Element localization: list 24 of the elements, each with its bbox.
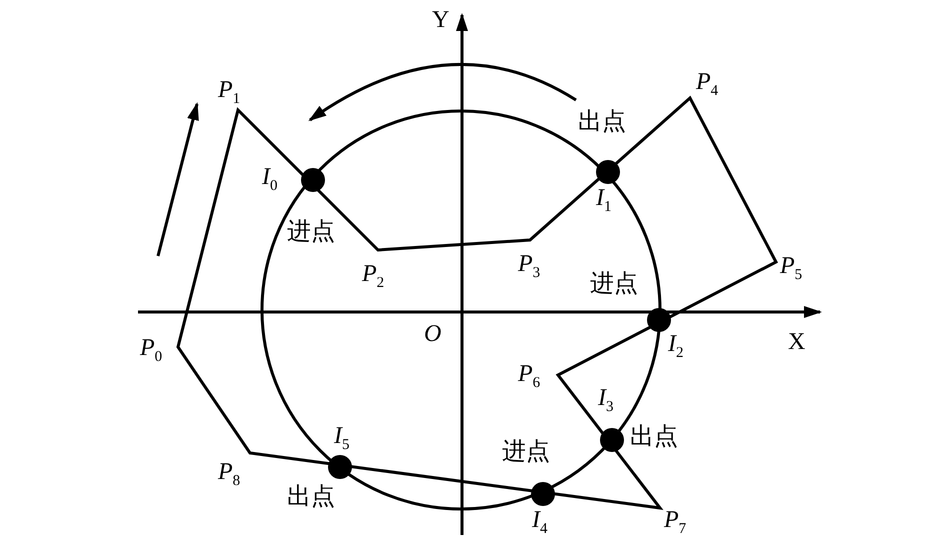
point-label: I$_{4}$ — [532, 508, 548, 537]
point-label: 进点 — [287, 220, 335, 244]
point-label: 出点 — [630, 425, 678, 449]
point-label: P$_{4}$ — [696, 70, 718, 99]
point-label: P$_{2}$ — [362, 262, 384, 291]
point-label: I$_{2}$ — [668, 332, 684, 361]
point-label: O — [424, 322, 442, 346]
point-label: I$_{3}$ — [598, 386, 614, 415]
point-label: Y — [432, 8, 450, 32]
point-label: P$_{0}$ — [140, 336, 162, 365]
point-label: P$_{3}$ — [518, 252, 540, 281]
point-label: 进点 — [590, 272, 638, 296]
point-label: 出点 — [287, 485, 335, 509]
point-label: I$_{5}$ — [334, 424, 350, 453]
point-label: I$_{1}$ — [596, 186, 612, 215]
point-label: P$_{1}$ — [218, 78, 240, 107]
point-label: P$_{5}$ — [780, 254, 802, 283]
point-label: P$_{6}$ — [518, 362, 540, 391]
point-label: X — [788, 330, 806, 354]
point-label: 出点 — [578, 110, 626, 134]
point-label: P$_{7}$ — [664, 508, 686, 537]
point-label: 进点 — [502, 440, 550, 464]
point-label: I$_{0}$ — [262, 165, 278, 194]
point-label: P$_{8}$ — [218, 460, 240, 489]
